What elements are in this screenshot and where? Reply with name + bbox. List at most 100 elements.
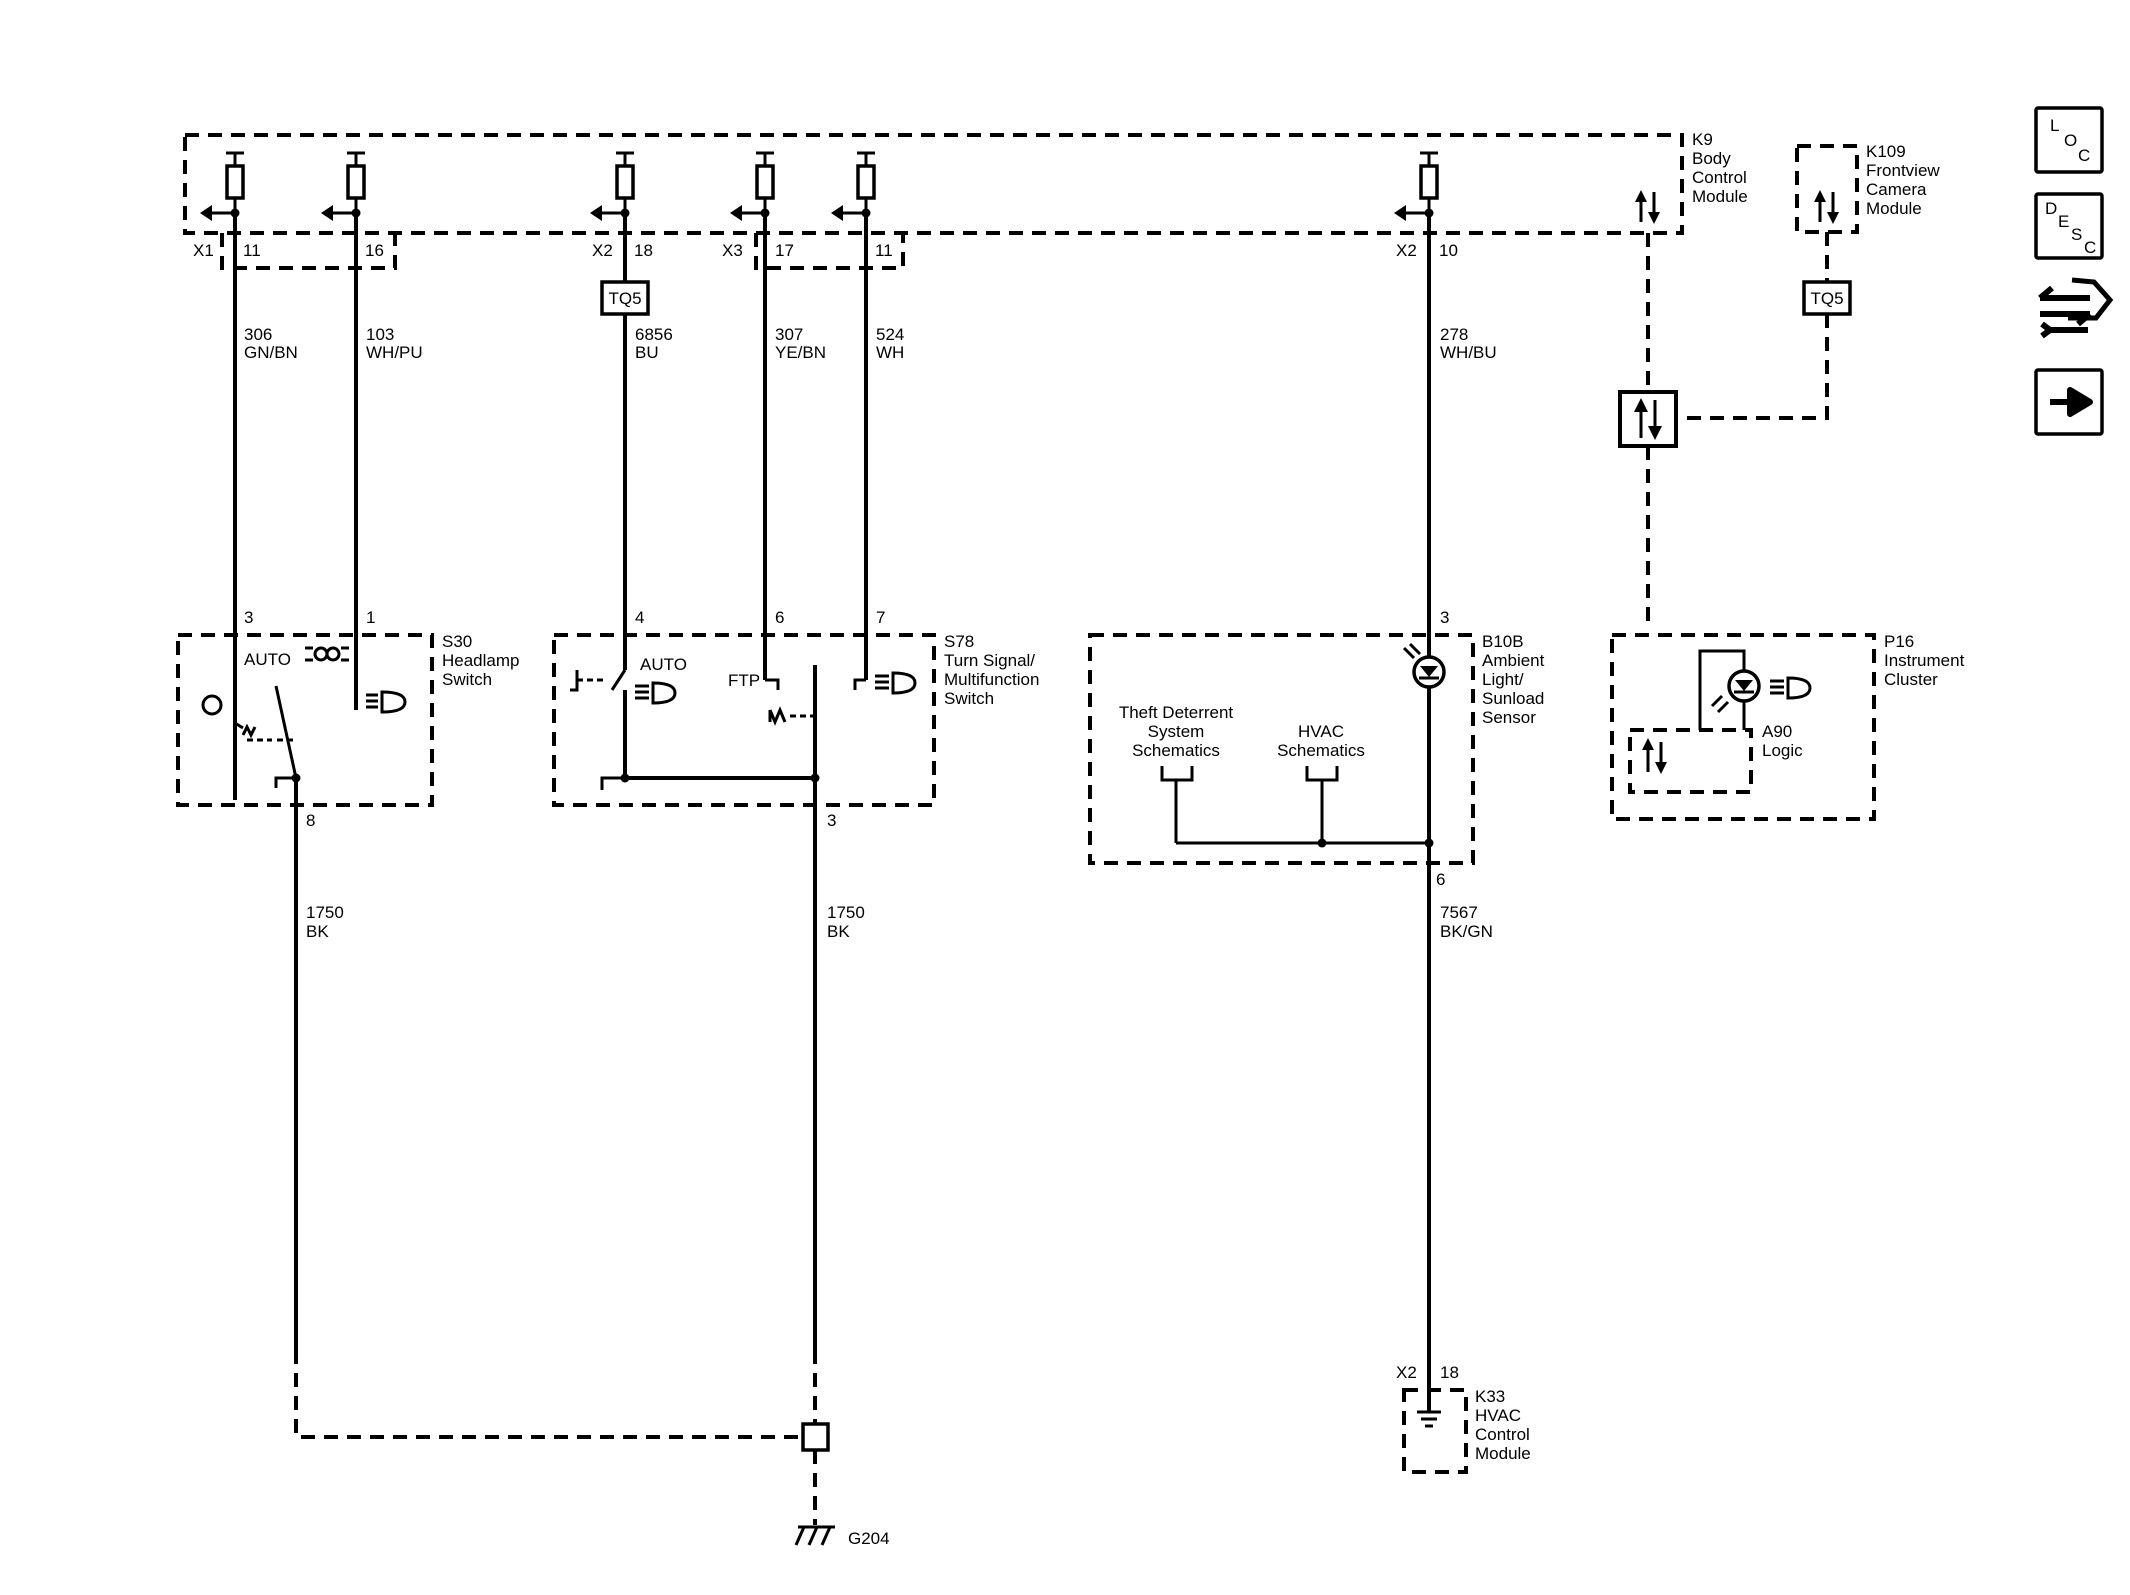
connector-x2c: X2 (1396, 1363, 1417, 1382)
loc-button[interactable]: L O C (2034, 106, 2104, 174)
k9-serial-data-icon (1635, 190, 1660, 224)
s78-ftp-contact (765, 678, 780, 690)
pin-s78-7: 7 (876, 608, 885, 627)
wrench-icon (2040, 321, 2088, 339)
wire-278-number: 278 (1440, 325, 1468, 344)
k9-label-2: Control (1692, 168, 1747, 187)
k33-label-3: Module (1475, 1444, 1531, 1463)
s30-off-icon (201, 694, 223, 716)
wire-6856-number: 6856 (635, 325, 673, 344)
k9-output-6856 (590, 151, 635, 221)
next-arrow-button[interactable] (2034, 368, 2104, 436)
s78-switch-blade (610, 669, 627, 691)
pin-s30-8: 8 (306, 811, 315, 830)
pin-b10b-3: 3 (1440, 608, 1449, 627)
s30-auto-sensor-icon (241, 723, 257, 739)
p16-indicator-circuit (1698, 649, 1746, 730)
wire-306-color: GN/BN (244, 343, 298, 362)
k33-label-1: HVAC (1475, 1406, 1521, 1425)
desc-letter-e: E (2058, 212, 2069, 231)
b10b-label-4: Sensor (1482, 708, 1536, 727)
wire-1750a-number: 1750 (306, 903, 344, 922)
connector-x1: X1 (193, 241, 214, 260)
p16-label-2: Cluster (1884, 670, 1938, 689)
wire-1750b-number: 1750 (827, 903, 865, 922)
hvac-ref-connector (1305, 766, 1339, 843)
k109-serial-data-icon (1814, 190, 1839, 224)
ground-splice-box (801, 1422, 830, 1452)
pin-s78-4: 4 (635, 608, 644, 627)
pin-k9-16: 16 (365, 241, 384, 260)
wire-278-color: WH/BU (1440, 343, 1497, 362)
k9-output-524 (831, 151, 876, 221)
k9-label-0: K9 (1692, 130, 1713, 149)
tq5-b-box (1802, 280, 1852, 316)
ground-label: G204 (848, 1529, 890, 1548)
k109-frontview-camera-module: K109 Frontview Camera Module (1795, 142, 1940, 234)
b10b-label-3: Sunload (1482, 689, 1544, 708)
k33-hvac-control-module: X2 18 K33 HVAC Control Module (1396, 1363, 1531, 1474)
s78-label-1: Turn Signal/ (944, 651, 1035, 670)
serial-data-splice-icon (1634, 398, 1662, 440)
loc-letter-c: C (2078, 146, 2090, 165)
s30-headlamp-icon (366, 690, 407, 714)
parking-lamp-icon (305, 646, 349, 662)
desc-button[interactable]: D E S C (2034, 192, 2104, 260)
theft-ref-0: Theft Deterrent (1119, 703, 1234, 722)
wire-307-number: 307 (775, 325, 803, 344)
loc-letter-o: O (2064, 131, 2077, 150)
tq5-b-label: TQ5 (1810, 289, 1843, 308)
a90-logic-box (1628, 728, 1753, 794)
wire-6856-color: BU (635, 343, 659, 362)
s30-label-2: Switch (442, 670, 492, 689)
hvac-ref-0: HVAC (1298, 722, 1344, 741)
desc-letter-s: S (2071, 225, 2082, 244)
s78-headlamp-icon-b (875, 671, 917, 695)
pin-b10b-6: 6 (1436, 870, 1445, 889)
s78-turn-signal-multifunction-switch: S78 Turn Signal/ Multifunction Switch 4 … (552, 608, 1039, 830)
pin-s78-6: 6 (775, 608, 784, 627)
connector-x2a: X2 (592, 241, 613, 260)
wire-1750b-color: BK (827, 922, 850, 941)
k9-label-3: Module (1692, 187, 1748, 206)
s30-switch-blade (274, 685, 298, 779)
s78-label-2: Multifunction (944, 670, 1039, 689)
k109-label-1: Frontview (1866, 161, 1940, 180)
pin-k9-17: 17 (775, 241, 794, 260)
connector-x3: X3 (722, 241, 743, 260)
b10b-ambient-light-sunload-sensor: B10B Ambient Light/ Sunload Sensor 3 6 T… (1088, 608, 1545, 889)
tq5-a-label: TQ5 (608, 289, 641, 308)
ground-g204-icon (794, 1525, 835, 1546)
pin-s30-1: 1 (366, 608, 375, 627)
pin-s78-3: 3 (827, 811, 836, 830)
theft-ref-2: Schematics (1132, 741, 1220, 760)
s78-flash-contact (853, 678, 866, 690)
serial-data-splice-box (1618, 390, 1678, 448)
k33-ground-icon (1417, 1378, 1441, 1428)
wire-1750a-color: BK (306, 922, 329, 941)
s30-headlamp-switch: S30 Headlamp Switch 3 1 8 AUTO (176, 608, 520, 830)
desc-letter-d: D (2045, 199, 2057, 218)
a90-serial-data-icon (1642, 738, 1667, 774)
theft-ref-1: System (1148, 722, 1205, 741)
connector-end-view-button[interactable] (2038, 277, 2114, 339)
b10b-label-2: Light/ (1482, 670, 1524, 689)
pin-k9-11b: 11 (875, 241, 893, 260)
connector-x2b: X2 (1396, 241, 1417, 260)
wire-307-color: YE/BN (775, 343, 826, 362)
k9-output-278 (1394, 151, 1439, 221)
wire-103-color: WH/PU (366, 343, 423, 362)
pin-s30-3: 3 (244, 608, 253, 627)
a90-label-1: Logic (1762, 741, 1803, 760)
s30-label-0: S30 (442, 632, 472, 651)
s78-ftp-icon (768, 706, 787, 726)
k9-label-1: Body (1692, 149, 1731, 168)
theft-ref-connector (1160, 766, 1194, 843)
a90-label-0: A90 (1762, 722, 1792, 741)
pin-k9-10: 10 (1439, 241, 1458, 260)
p16-label-0: P16 (1884, 632, 1914, 651)
s78-auto-label: AUTO (640, 655, 687, 674)
p16-label-1: Instrument (1884, 651, 1965, 670)
b10b-label-1: Ambient (1482, 651, 1545, 670)
